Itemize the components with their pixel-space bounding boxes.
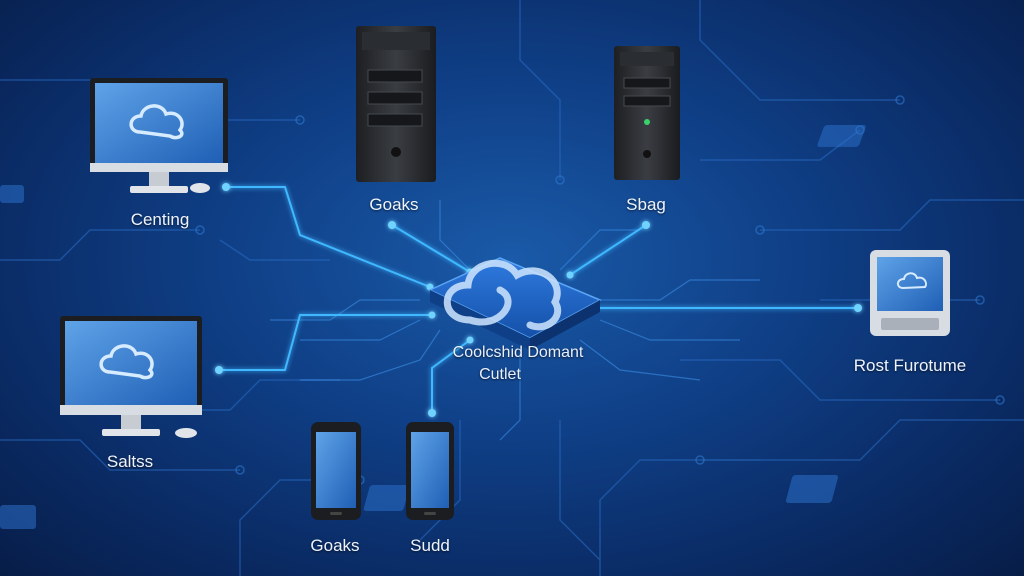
connector-server-left xyxy=(391,224,471,273)
hub-label-line1: Coolcshid Domant xyxy=(452,344,584,361)
server-right-label: Sbag xyxy=(626,195,666,214)
server-left-label: Goaks xyxy=(369,195,419,214)
tablet-right-label: Rost Furotume xyxy=(853,356,967,375)
smartphone-icon[interactable] xyxy=(311,422,361,520)
cloud-hub[interactable] xyxy=(428,257,602,350)
server-tower-icon[interactable] xyxy=(356,26,436,182)
smartphone-icon[interactable] xyxy=(406,422,454,520)
connector-phones xyxy=(431,339,471,413)
connector-lines xyxy=(219,186,858,413)
decorative-chips xyxy=(0,125,866,529)
hub-label-line2: Cutlet xyxy=(479,366,521,383)
server-tower-icon[interactable] xyxy=(614,46,680,180)
monitor-mid-left-label: Saltss xyxy=(106,452,154,471)
connector-server-right xyxy=(569,224,647,276)
monitor-top-left-label: Centing xyxy=(130,210,190,229)
hub-label: Coolcshid Domant Cutlet xyxy=(453,342,584,386)
connector-saltss xyxy=(219,314,432,371)
desktop-monitor-icon[interactable] xyxy=(90,78,228,193)
phone-left-label: Goaks xyxy=(310,536,360,555)
desktop-monitor-icon[interactable] xyxy=(60,316,202,438)
phone-right-label: Sudd xyxy=(410,536,450,555)
hub-traces xyxy=(270,200,760,441)
connector-centing xyxy=(226,186,431,288)
cloud-icon xyxy=(443,259,561,331)
tablet-icon[interactable] xyxy=(870,250,950,336)
